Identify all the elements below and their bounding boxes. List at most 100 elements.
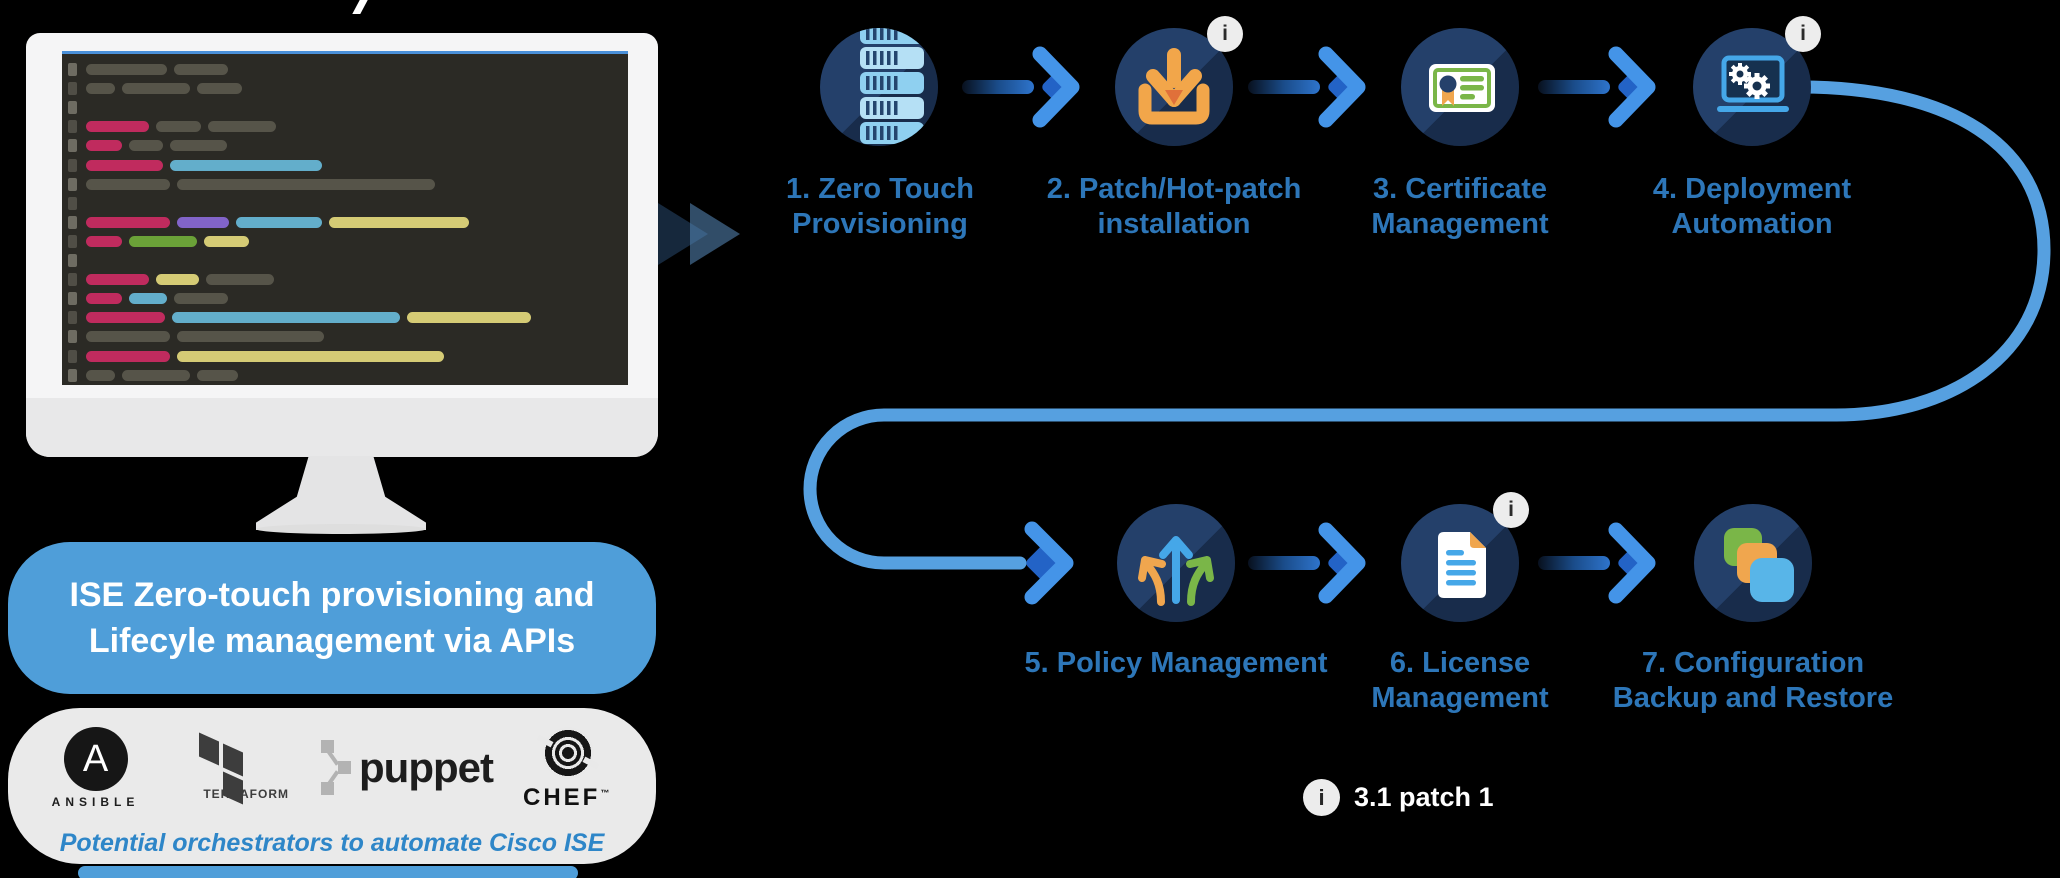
loop-arrow-diamond <box>1026 545 1062 581</box>
arrow-step3-to-step4 <box>1538 46 1656 128</box>
gutter-dash <box>68 82 77 96</box>
code-line <box>86 312 531 324</box>
code-token-bar <box>129 140 163 152</box>
gutter-dash <box>68 234 77 248</box>
code-token-bar <box>86 293 122 305</box>
gutter-dash <box>68 101 77 115</box>
code-line <box>86 83 242 95</box>
orchestrators-caption: Potential orchestrators to automate Cisc… <box>59 829 605 857</box>
code-token-bar <box>177 178 435 190</box>
code-line <box>86 274 274 286</box>
chef-logo: CHEF™ <box>523 724 612 812</box>
code-token-bar <box>86 83 115 95</box>
step5-circle <box>1117 504 1235 622</box>
code-token-bar <box>170 159 322 171</box>
arrow-step5-to-step6 <box>1248 522 1366 604</box>
ansible-glyph: A <box>82 737 109 780</box>
info-badge: i <box>1785 16 1821 52</box>
chef-icon <box>538 724 597 782</box>
code-line <box>86 293 228 305</box>
code-token-bar <box>86 274 149 286</box>
step7-circle <box>1694 504 1812 622</box>
headline-bubble: ISE Zero-touch provisioning and Lifecyle… <box>8 542 656 694</box>
policy-arrows-icon <box>1138 536 1214 606</box>
code-token-bar <box>174 64 228 75</box>
code-token-bar <box>156 274 199 286</box>
code-line <box>86 216 469 228</box>
code-token-bar <box>129 235 197 247</box>
code-token-bar <box>86 159 163 171</box>
gutter-dash <box>68 254 77 267</box>
fast-forward-icon-front <box>690 203 740 265</box>
code-token-bar <box>197 369 238 381</box>
info-badge: i <box>1207 16 1243 52</box>
code-token-bar <box>86 235 122 247</box>
monitor-stand <box>256 456 426 530</box>
arrow-step2-to-step3 <box>1248 46 1366 128</box>
license-document-icon <box>1438 532 1486 598</box>
code-line <box>86 178 435 190</box>
puppet-label: puppet <box>359 744 494 791</box>
code-token-bar <box>407 312 531 324</box>
code-line <box>86 140 227 152</box>
code-token-bar <box>86 178 170 190</box>
step5-label: 5. Policy Management <box>1024 647 1328 679</box>
legend-text: 3.1 patch 1 <box>1354 782 1494 812</box>
step4-circle: i <box>1693 16 1821 146</box>
gutter-dash <box>68 349 77 363</box>
code-line <box>86 331 324 343</box>
code-line <box>86 350 444 362</box>
code-token-bar <box>204 235 249 247</box>
download-icon <box>1138 48 1210 125</box>
gutter-dash <box>68 196 77 210</box>
code-token-bar <box>208 121 276 133</box>
headline-line2: Lifecyle management via APIs <box>88 622 576 660</box>
code-token-bar <box>122 369 190 381</box>
ansible-icon: A <box>63 727 128 791</box>
code-token-bar <box>86 140 122 152</box>
stacked-squares-icon <box>1724 528 1794 602</box>
gutter-dash <box>68 311 77 325</box>
code-token-bar <box>236 216 322 228</box>
gutter-dash <box>68 139 77 153</box>
info-badge: i <box>1493 492 1529 528</box>
server-rack-icon <box>860 28 924 144</box>
code-token-bar <box>172 312 400 324</box>
code-token-bar <box>329 216 469 228</box>
headline-line1: ISE Zero-touch provisioning and <box>69 576 595 614</box>
code-line <box>86 235 249 247</box>
code-token-bar <box>156 121 201 133</box>
code-token-bar <box>86 312 165 324</box>
code-line <box>86 159 322 171</box>
legend-info-icon: i <box>1303 779 1340 816</box>
code-token-bar <box>177 216 229 228</box>
code-line <box>86 64 228 75</box>
gutter-dash <box>68 292 77 306</box>
step1-circle <box>820 28 938 146</box>
step3-circle <box>1401 28 1519 146</box>
ansible-label: ANSIBLE <box>51 795 140 809</box>
gutter-dash <box>68 273 77 287</box>
code-token-bar <box>86 64 167 75</box>
monitor-chin <box>26 398 658 457</box>
code-token-bar <box>129 293 167 305</box>
code-token-bar <box>174 293 228 305</box>
code-token-bar <box>86 369 115 381</box>
clipped-title-fragment <box>352 0 368 14</box>
code-token-bar <box>177 350 444 362</box>
code-token-bar <box>86 121 149 133</box>
code-token-bar <box>86 216 170 228</box>
code-editor-screen <box>62 51 628 385</box>
gutter-dash <box>68 158 77 172</box>
clipped-bottom-bubble-edge <box>78 866 578 878</box>
gutter-dash <box>68 177 77 191</box>
puppet-logo: puppet <box>319 740 494 796</box>
gutter-dash <box>68 215 77 229</box>
code-token-bar <box>177 331 324 343</box>
code-line <box>86 369 238 381</box>
